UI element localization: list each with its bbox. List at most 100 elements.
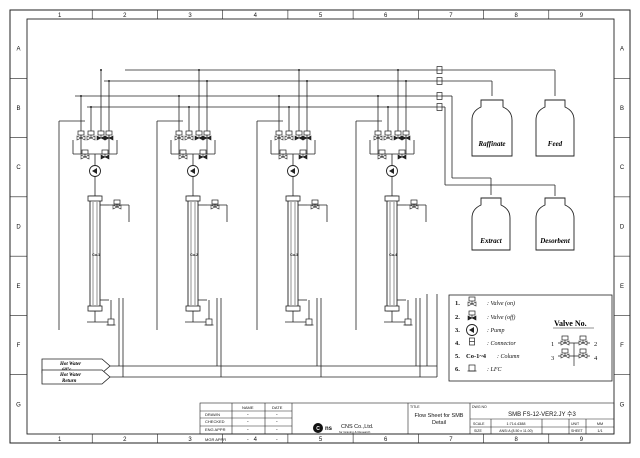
- title-row-value: -: [247, 437, 249, 443]
- pump-icon: [187, 165, 199, 177]
- valve-off-icon: [104, 130, 114, 141]
- legend-item-label: : Pump: [487, 328, 505, 334]
- svg-text:MM: MM: [597, 422, 603, 426]
- legend-item-label: : Valve (off): [487, 314, 515, 321]
- legend-item-number: 6.: [455, 366, 460, 373]
- valve-on-icon: [409, 199, 419, 210]
- valve-on-icon: [373, 130, 383, 141]
- zone-col-label: 8: [514, 437, 518, 443]
- svg-text:UNIT: UNIT: [571, 422, 580, 426]
- valve-off-icon: [202, 130, 212, 141]
- valve-on-icon: [86, 130, 96, 141]
- header-connectors: [436, 66, 443, 111]
- valve-on-icon: [112, 199, 122, 210]
- valve-on-icon: [210, 199, 220, 210]
- zone-col-label: 4: [254, 437, 258, 443]
- valve-number: 3: [551, 355, 554, 362]
- column-label: Co-1: [92, 253, 100, 257]
- zone-row-label: A: [16, 47, 20, 53]
- svg-text:C: C: [316, 426, 320, 432]
- zone-row-label: G: [16, 402, 21, 408]
- svg-text:Hot Water: Hot Water: [59, 362, 81, 367]
- lfc-icon: [467, 364, 477, 372]
- title-row-value: -: [247, 412, 249, 418]
- valve-on-icon: [560, 348, 570, 359]
- svg-text:DATE: DATE: [272, 405, 283, 410]
- valve-on-icon: [278, 149, 288, 160]
- zone-col-label: 5: [319, 437, 323, 443]
- bottle-extract: Extract: [471, 197, 511, 251]
- connector-icon: [469, 337, 475, 346]
- title-row-label: ENG APPR: [205, 427, 226, 432]
- valve-off-icon: [467, 310, 477, 321]
- zone-row-label: F: [17, 343, 21, 349]
- zone-col-label: 6: [384, 13, 388, 19]
- valve-on-icon: [310, 199, 320, 210]
- title-block: [199, 402, 615, 435]
- valve-off-icon: [96, 130, 106, 141]
- svg-text:ns: ns: [325, 426, 333, 432]
- lfc-icon: [304, 318, 314, 326]
- zone-row-label: C: [620, 165, 625, 171]
- valve-on-icon: [184, 130, 194, 141]
- legend-item-number: 3.: [455, 327, 460, 334]
- valve-off-icon: [198, 149, 208, 160]
- valve-off-icon: [393, 130, 403, 141]
- zone-row-label: D: [16, 225, 21, 231]
- legend-item-label: : Valve (on): [487, 300, 515, 307]
- zone-col-label: 2: [123, 437, 127, 443]
- connector-icon: [436, 103, 443, 111]
- connector-icon: [436, 92, 443, 100]
- legend-item-number: 4.: [455, 340, 460, 347]
- zone-col-label: 5: [319, 13, 323, 19]
- valve-on-icon: [284, 130, 294, 141]
- title-row-value: -: [276, 412, 278, 418]
- valve-number: 2: [594, 341, 597, 348]
- column-unit: Co-1: [58, 69, 130, 377]
- lfc-icon: [106, 318, 116, 326]
- column-label: Co-4: [389, 253, 397, 257]
- connector-icon: [436, 77, 443, 85]
- connector-icon: [436, 66, 443, 74]
- zone-row-label: B: [16, 106, 20, 112]
- valve-on-icon: [80, 149, 90, 160]
- bottle-desorbent-label: Desorbent: [539, 237, 571, 245]
- zone-row-label: D: [620, 225, 625, 231]
- column-label: Co-3: [290, 253, 298, 257]
- zone-row-label: C: [16, 165, 21, 171]
- title-row-value: -: [276, 437, 278, 443]
- zone-row-label: F: [620, 343, 624, 349]
- zone-row-label: B: [620, 106, 624, 112]
- column-unit: Co-2: [156, 69, 228, 377]
- legend-item-label: : LFC: [487, 367, 503, 373]
- drawing-title: Flow Sheet for SMB: [415, 413, 464, 419]
- valve-off-icon: [100, 149, 110, 160]
- zone-col-label: 7: [449, 437, 453, 443]
- pump-icon: [287, 165, 299, 177]
- hot-water-return-tag: Hot Water Return: [41, 369, 111, 385]
- title-row-value: -: [276, 427, 278, 433]
- valve-off-icon: [302, 130, 312, 141]
- legend-items: 1.: Valve (on)2.: Valve (off)3.: Pump4.:…: [455, 296, 520, 373]
- zone-col-label: 1: [58, 437, 62, 443]
- company-name: CNS Co.,Ltd.: [341, 424, 374, 430]
- valve-off-icon: [401, 130, 411, 141]
- zone-col-label: 9: [580, 13, 584, 19]
- legend-box: 1.: Valve (on)2.: Valve (off)3.: Pump4.:…: [448, 294, 613, 382]
- svg-text:1/1: 1/1: [597, 429, 602, 433]
- bottle-feed-label: Feed: [548, 140, 563, 148]
- title-row-value: -: [247, 419, 249, 425]
- title-row-label: MGR APPR: [205, 437, 226, 442]
- zone-col-label: 3: [188, 13, 192, 19]
- zone-col-label: 9: [580, 437, 584, 443]
- zone-row-label: G: [620, 402, 625, 408]
- svg-text:ANSI A (8.50 x 11.00): ANSI A (8.50 x 11.00): [499, 429, 532, 433]
- valve-on-icon: [467, 296, 477, 307]
- drawing-subtitle: Detail: [432, 420, 446, 426]
- legend-item-number: 5.: [455, 353, 460, 360]
